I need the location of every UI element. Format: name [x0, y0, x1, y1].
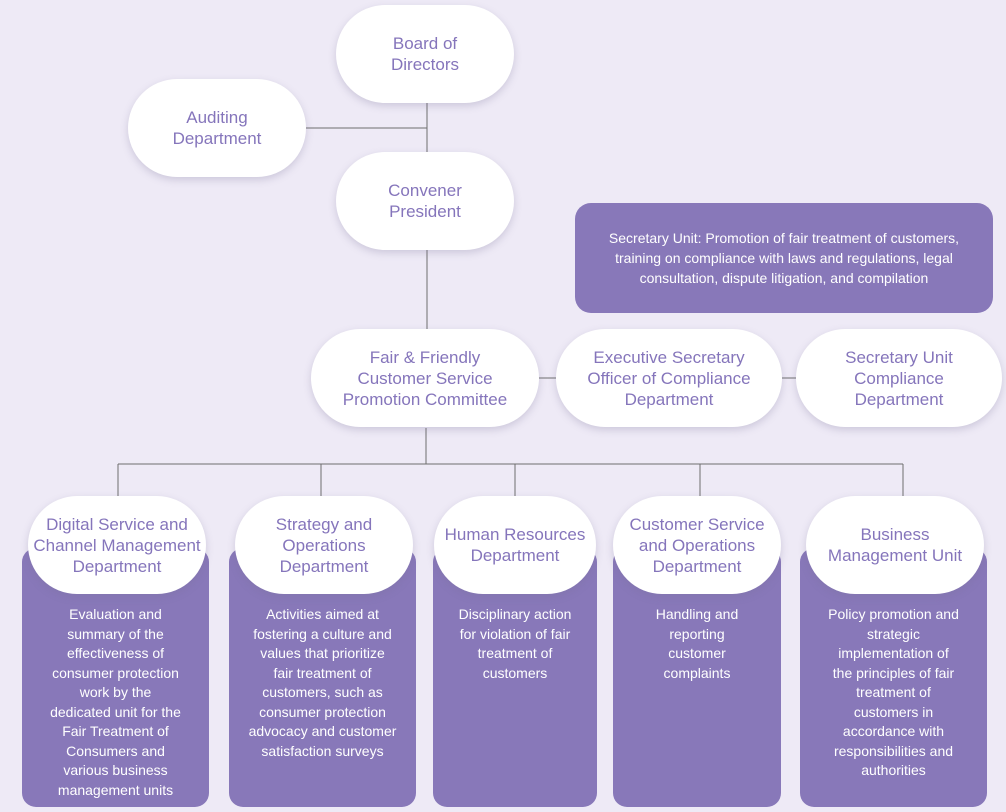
convener-president-node: Convener President [336, 152, 514, 250]
executive-secretary-node: Executive Secretary Officer of Complianc… [556, 329, 782, 427]
secretary-unit-note: Secretary Unit: Promotion of fair treatm… [575, 203, 993, 313]
board-of-directors-node: Board of Directors [336, 5, 514, 103]
department-description-strategy: Activities aimed at fostering a culture … [248, 606, 397, 759]
department-description-digital-service: Evaluation and summary of the effectiven… [50, 606, 181, 798]
department-title-business-management: Business Management Unit [806, 496, 984, 594]
department-title-customer-service: Customer Service and Operations Departme… [613, 496, 781, 594]
department-card-human-resources: Disciplinary action for violation of fai… [433, 548, 597, 807]
department-description-customer-service: Handling and reporting customer complain… [655, 606, 739, 681]
department-title-digital-service: Digital Service and Channel Management D… [28, 496, 206, 594]
auditing-department-node: Auditing Department [128, 79, 306, 177]
department-title-human-resources: Human Resources Department [434, 496, 596, 594]
department-card-business-management: Policy promotion and strategic implement… [800, 548, 987, 807]
promotion-committee-node: Fair & Friendly Customer Service Promoti… [311, 329, 539, 427]
department-description-business-management: Policy promotion and strategic implement… [828, 606, 959, 778]
department-description-human-resources: Disciplinary action for violation of fai… [458, 606, 572, 681]
department-title-strategy: Strategy and Operations Department [235, 496, 413, 594]
department-card-strategy: Activities aimed at fostering a culture … [229, 548, 416, 807]
secretary-unit-compliance-node: Secretary Unit Compliance Department [796, 329, 1002, 427]
